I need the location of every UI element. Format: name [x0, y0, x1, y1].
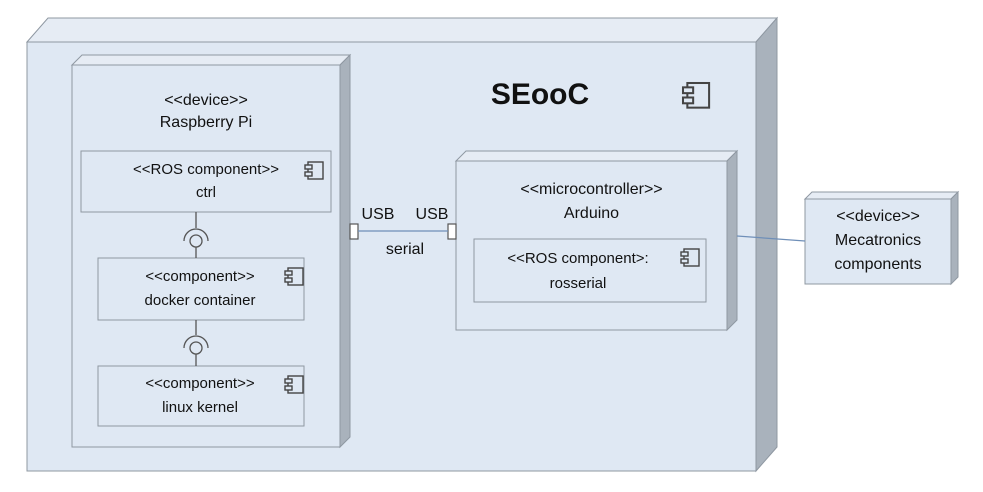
usb-right-label: USB [415, 206, 449, 223]
docker-stereotype: <<component>> [145, 268, 255, 285]
usb-port-left [349, 223, 359, 240]
ctrl-component [80, 150, 332, 213]
rosserial-stereotype: <<ROS component>: [507, 250, 649, 267]
assembly-connector-ctrl-docker [183, 212, 209, 258]
raspberry-stereotype: <<device>> [164, 92, 248, 109]
kernel-stereotype: <<component>> [145, 375, 255, 392]
docker-component [97, 257, 305, 321]
usb-left-label: USB [361, 206, 395, 223]
rosserial-component [473, 238, 707, 303]
ctrl-name: ctrl [196, 184, 216, 201]
raspberry-name: Raspberry Pi [159, 114, 253, 131]
docker-name: docker container [144, 292, 256, 309]
arduino-stereotype: <<microcontroller>> [520, 181, 663, 198]
arduino-name: Arduino [563, 205, 620, 222]
usb-port-right [447, 223, 457, 240]
mecatronics-stereotype: <<device>> [836, 208, 920, 225]
arduino-mecatronics-link [736, 235, 806, 242]
system-title: SEooC [490, 78, 590, 111]
serial-label: serial [385, 241, 425, 258]
mecatronics-name-line1: Mecatronics [834, 232, 922, 249]
mecatronics-name-line2: components [834, 256, 922, 273]
assembly-connector-docker-kernel [183, 320, 209, 366]
kernel-component [97, 365, 305, 427]
ctrl-stereotype: <<ROS component>> [133, 161, 279, 178]
rosserial-name: rosserial [549, 275, 607, 292]
kernel-name: linux kernel [162, 399, 238, 416]
mecatronics-node [803, 190, 960, 286]
